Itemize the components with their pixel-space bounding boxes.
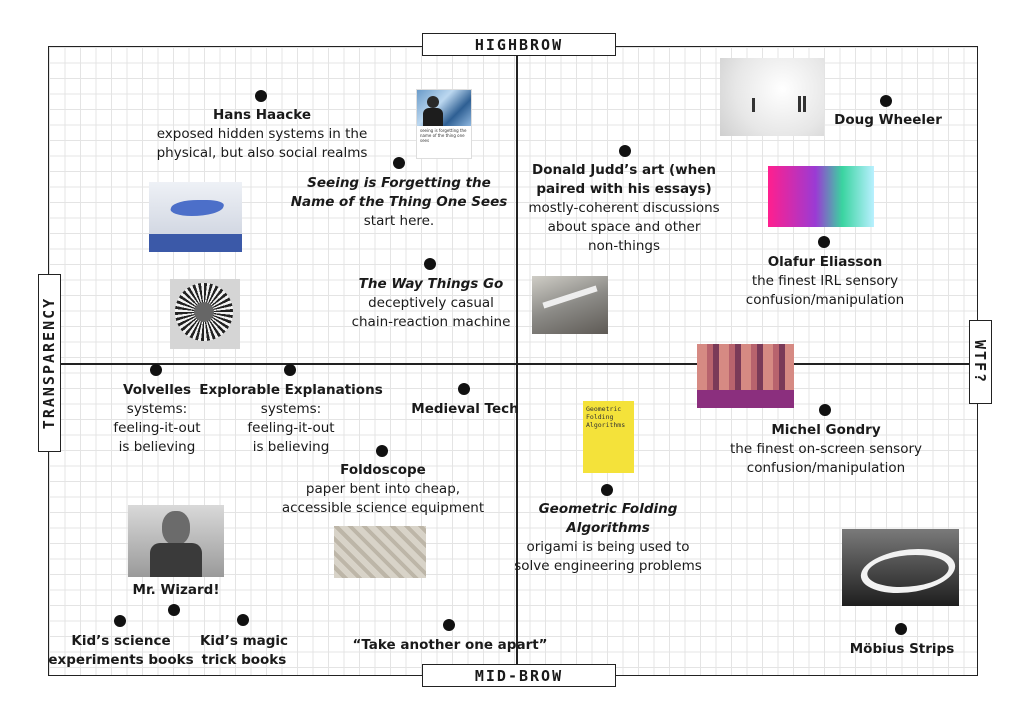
horizontal-axis [48, 363, 978, 365]
haacke-sculpture-image [149, 182, 242, 252]
label-mobius: Möbius Strips [849, 641, 955, 657]
book-geometric-folding-image: Geometric Folding Algorithms [583, 401, 634, 473]
label-donald-judd: Donald Judd’s art (when paired with his … [528, 162, 720, 254]
label-mr-wizard: Mr. Wizard! [132, 582, 220, 598]
label-hans-haacke: Hans Haacke exposed hidden systems in th… [156, 107, 368, 161]
olafur-eliasson-image [768, 166, 874, 227]
label-geometric: Geometric Folding Algorithms origami is … [514, 501, 702, 574]
book-seeing-image: seeing is forgetting the name of the thi… [416, 89, 472, 159]
dot-olafur [818, 236, 830, 248]
label-take-apart: “Take another one apart” [352, 637, 548, 653]
dot-donald-judd [619, 145, 631, 157]
volvelle-image [170, 279, 240, 349]
dot-kids-science [114, 615, 126, 627]
label-explorable: Explorable Explanations systems: feeling… [199, 382, 383, 455]
axis-label-right-box: WTF? [969, 320, 992, 404]
way-things-go-image [532, 276, 608, 334]
dot-geometric [601, 484, 613, 496]
dot-way-things-go [424, 258, 436, 270]
dot-hans-haacke [255, 90, 267, 102]
dot-mobius [895, 623, 907, 635]
mr-wizard-image [128, 505, 224, 577]
label-foldoscope: Foldoscope paper bent into cheap, access… [281, 462, 485, 516]
vertical-axis [516, 46, 518, 676]
axis-label-left-box: TRANSPARENCY [38, 274, 61, 452]
label-olafur: Olafur Eliasson the finest IRL sensory c… [745, 254, 905, 308]
michel-gondry-image [697, 344, 794, 408]
axis-label-bottom: MID-BROW [422, 664, 616, 687]
label-volvelles: Volvelles systems: feeling-it-out is bel… [113, 382, 201, 455]
dot-medieval [458, 383, 470, 395]
axis-label-right: WTF? [971, 339, 990, 385]
label-seeing: Seeing is Forgetting the Name of the Thi… [290, 175, 508, 229]
axis-label-left: TRANSPARENCY [40, 296, 59, 430]
dot-take-apart [443, 619, 455, 631]
label-medieval: Medieval Tech [411, 401, 519, 417]
label-michel: Michel Gondry the finest on-screen senso… [729, 422, 923, 476]
dot-foldoscope [376, 445, 388, 457]
dot-volvelles [150, 364, 162, 376]
dot-kids-magic [237, 614, 249, 626]
dot-seeing [393, 157, 405, 169]
foldoscope-image [334, 526, 426, 578]
mobius-strip-image [842, 529, 959, 606]
dot-mr-wizard [168, 604, 180, 616]
label-doug-wheeler: Doug Wheeler [834, 112, 942, 128]
label-kids-magic: Kid’s magic trick books [199, 633, 289, 668]
label-way-things-go: The Way Things Go deceptively casual cha… [351, 276, 511, 330]
dot-michel [819, 404, 831, 416]
doug-wheeler-image [720, 58, 824, 136]
dot-doug-wheeler [880, 95, 892, 107]
label-kids-science: Kid’s science experiments books [48, 633, 194, 668]
axis-label-top: HIGHBROW [422, 33, 616, 56]
dot-explorable [284, 364, 296, 376]
